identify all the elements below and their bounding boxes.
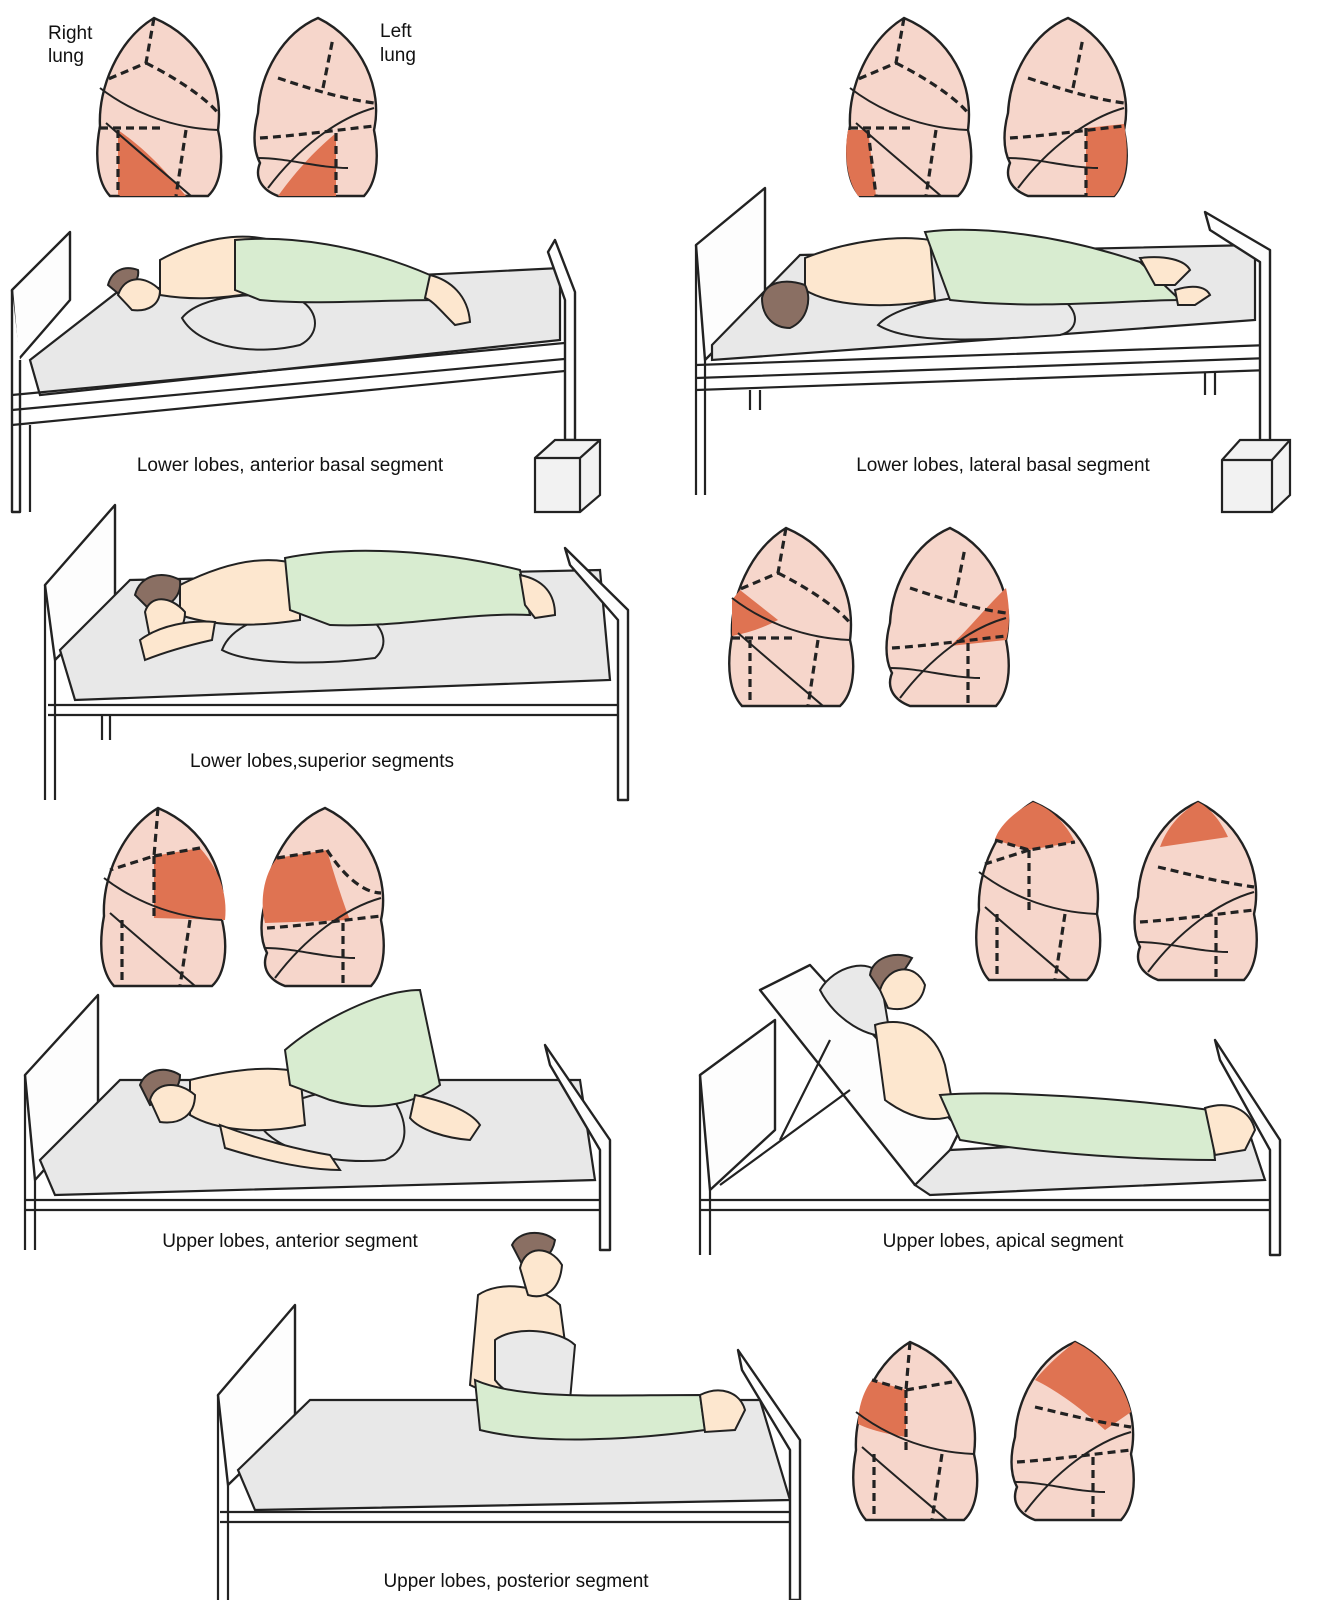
left-lung [262,808,384,986]
right-lung-label-line2: lung [48,46,84,67]
left-lung-label-line2: lung [380,45,416,66]
panel-lower-anterior-basal: Right lung Left lung [12,18,600,512]
right-lung [97,18,221,196]
patient-figure [470,1233,745,1440]
left-lung [1005,18,1127,196]
caption: Upper lobes, posterior segment [383,1571,649,1592]
left-lung-label-line1: Left [380,21,412,42]
panel-lower-superior: Lower lobes,superior segments [45,505,1009,800]
right-lung [846,18,971,196]
panel-upper-anterior: Upper lobes, anterior segment [25,808,610,1252]
bed-block [535,440,600,512]
right-lung [976,802,1100,980]
caption: Lower lobes, lateral basal segment [856,455,1150,476]
caption: Lower lobes, anterior basal segment [137,455,444,476]
caption: Upper lobes, anterior segment [162,1231,418,1252]
right-lung [853,1342,977,1520]
left-lung [1012,1342,1134,1520]
caption: Upper lobes, apical segment [883,1231,1125,1252]
panel-lower-lateral-basal: Lower lobes, lateral basal segment [696,18,1290,512]
left-lung [887,528,1010,706]
panel-upper-posterior: Upper lobes, posterior segment [218,1233,1134,1600]
right-lung [101,808,225,986]
left-lung [1135,802,1257,980]
right-lung [729,528,853,706]
bed-block [1222,440,1290,512]
caption: Lower lobes,superior segments [190,751,454,772]
panel-upper-apical: Upper lobes, apical segment [700,802,1280,1255]
left-lung [255,18,377,196]
right-lung-label-line1: Right [48,23,93,44]
